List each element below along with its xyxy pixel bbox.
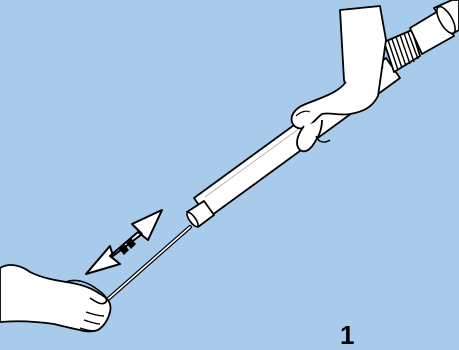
step-number: 1: [340, 322, 354, 348]
